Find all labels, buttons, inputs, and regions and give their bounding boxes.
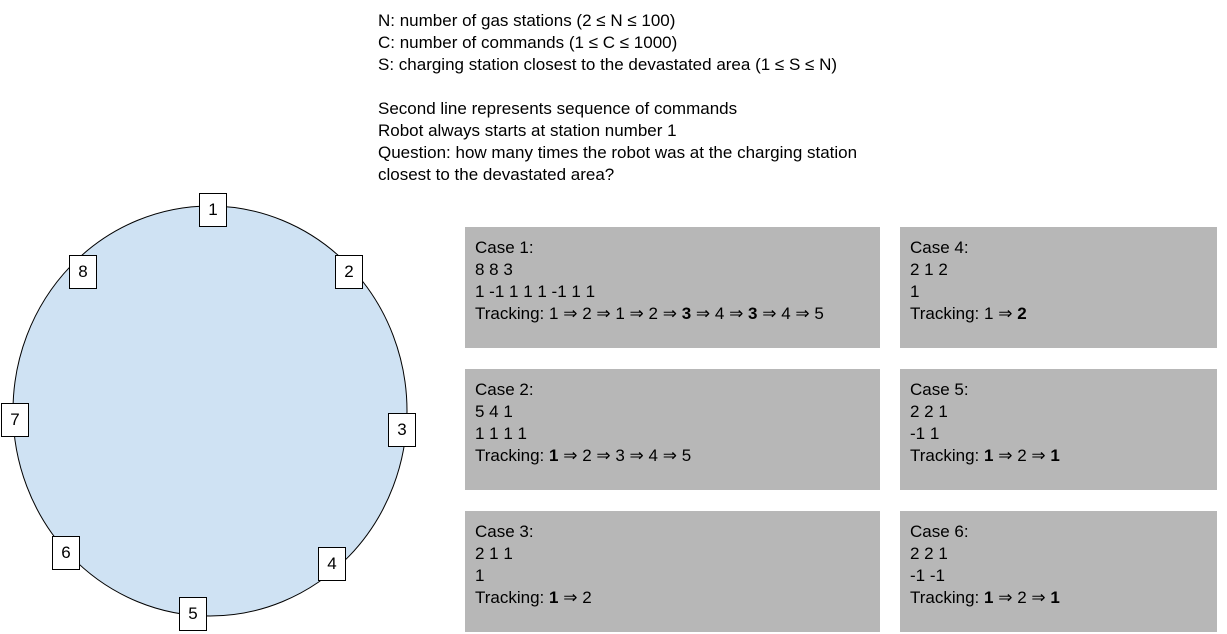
tracking-step: 5 <box>814 304 824 323</box>
case-card-3: Case 3: 2 1 1 1 Tracking: 1 ⇒ 2 <box>465 511 880 632</box>
tracking-step: 1 <box>549 588 559 607</box>
tracking-arrow: ⇒ <box>691 304 715 323</box>
case-tracking: Tracking: 1 ⇒ 2 ⇒ 3 ⇒ 4 ⇒ 5 <box>475 445 870 467</box>
case-tracking: Tracking: 1 ⇒ 2 <box>475 587 870 609</box>
tracking-step: 2 <box>582 304 592 323</box>
case-title: Case 5: <box>910 380 969 399</box>
tracking-step: 2 <box>1017 446 1027 465</box>
case-commands: 1 -1 1 1 1 -1 1 1 <box>475 282 596 301</box>
case-title: Case 1: <box>475 238 534 257</box>
desc-line-s: S: charging station closest to the devas… <box>378 55 838 74</box>
tracking-label: Tracking: <box>910 304 980 323</box>
station-8: 8 <box>69 255 97 289</box>
case-title: Case 6: <box>910 522 969 541</box>
tracking-step: 2 <box>582 446 592 465</box>
tracking-arrow: ⇒ <box>558 588 583 607</box>
tracking-label: Tracking: <box>910 588 980 607</box>
tracking-arrow: ⇒ <box>658 304 682 323</box>
case-commands: -1 1 <box>910 424 940 443</box>
tracking-arrow: ⇒ <box>558 446 583 465</box>
tracking-arrow: ⇒ <box>558 304 583 323</box>
tracking-arrow: ⇒ <box>1026 588 1051 607</box>
case-card-2: Case 2: 5 4 1 1 1 1 1 Tracking: 1 ⇒ 2 ⇒ … <box>465 369 880 490</box>
station-4: 4 <box>318 547 346 581</box>
station-5: 5 <box>179 597 207 631</box>
tracking-arrow: ⇒ <box>591 304 616 323</box>
case-title: Case 2: <box>475 380 534 399</box>
station-7: 7 <box>1 403 29 437</box>
tracking-step: 4 <box>714 304 725 323</box>
case-commands: -1 -1 <box>910 566 945 585</box>
case-tracking: Tracking: 1 ⇒ 2 ⇒ 1 <box>910 445 1207 467</box>
tracking-step: 4 <box>781 304 791 323</box>
desc-line-c: C: number of commands (1 ≤ C ≤ 1000) <box>378 33 678 52</box>
desc-spacer <box>378 76 857 98</box>
desc-line-second: Second line represents sequence of comma… <box>378 99 738 118</box>
tracking-step: 3 <box>615 446 625 465</box>
case-params: 2 2 1 <box>910 402 948 421</box>
tracking-arrow: ⇒ <box>724 304 749 323</box>
case-card-5: Case 5: 2 2 1 -1 1 Tracking: 1 ⇒ 2 ⇒ 1 <box>900 369 1217 490</box>
case-commands: 1 <box>910 282 920 301</box>
tracking-arrow: ⇒ <box>591 446 616 465</box>
tracking-arrow: ⇒ <box>1026 446 1051 465</box>
case-params: 2 1 2 <box>910 260 948 279</box>
tracking-step: 4 <box>648 446 658 465</box>
tracking-step: 1 <box>984 446 994 465</box>
tracking-step: 1 <box>984 304 994 323</box>
tracking-step: 1 <box>984 588 994 607</box>
case-tracking: Tracking: 1 ⇒ 2 ⇒ 1 ⇒ 2 ⇒ 3 ⇒ 4 ⇒ 3 ⇒ 4 … <box>475 303 870 325</box>
tracking-step: 5 <box>681 446 692 465</box>
tracking-arrow: ⇒ <box>658 446 682 465</box>
case-commands: 1 <box>475 566 485 585</box>
problem-description: N: number of gas stations (2 ≤ N ≤ 100) … <box>378 10 857 186</box>
tracking-arrow: ⇒ <box>993 588 1018 607</box>
case-params: 2 1 1 <box>475 544 513 563</box>
case-params: 8 8 3 <box>475 260 513 279</box>
tracking-step: 2 <box>1017 304 1027 323</box>
tracking-step: 3 <box>681 304 692 323</box>
tracking-step: 1 <box>1050 588 1060 607</box>
case-title: Case 4: <box>910 238 969 257</box>
station-3: 3 <box>388 413 416 447</box>
case-commands: 1 1 1 1 <box>475 424 527 443</box>
tracking-step: 3 <box>748 304 758 323</box>
tracking-label: Tracking: <box>910 446 980 465</box>
tracking-label: Tracking: <box>475 304 545 323</box>
case-tracking: Tracking: 1 ⇒ 2 <box>910 303 1207 325</box>
case-params: 2 2 1 <box>910 544 948 563</box>
tracking-arrow: ⇒ <box>757 304 782 323</box>
desc-line-question-cont: closest to the devastated area? <box>378 165 615 184</box>
case-card-6: Case 6: 2 2 1 -1 -1 Tracking: 1 ⇒ 2 ⇒ 1 <box>900 511 1217 632</box>
station-1: 1 <box>199 193 227 227</box>
tracking-arrow: ⇒ <box>624 304 649 323</box>
tracking-step: 1 <box>549 304 559 323</box>
desc-line-start: Robot always starts at station number 1 <box>378 121 677 140</box>
tracking-step: 2 <box>648 304 658 323</box>
desc-line-n: N: number of gas stations (2 ≤ N ≤ 100) <box>378 11 676 30</box>
tracking-label: Tracking: <box>475 446 545 465</box>
station-6: 6 <box>52 536 80 570</box>
tracking-step: 1 <box>549 446 559 465</box>
tracking-label: Tracking: <box>475 588 545 607</box>
case-card-1: Case 1: 8 8 3 1 -1 1 1 1 -1 1 1 Tracking… <box>465 227 880 348</box>
desc-line-question: Question: how many times the robot was a… <box>378 143 858 162</box>
tracking-step: 1 <box>615 304 625 323</box>
tracking-step: 1 <box>1050 446 1060 465</box>
case-title: Case 3: <box>475 522 534 541</box>
tracking-step: 2 <box>582 588 592 607</box>
case-card-4: Case 4: 2 1 2 1 Tracking: 1 ⇒ 2 <box>900 227 1217 348</box>
tracking-step: 2 <box>1017 588 1027 607</box>
tracking-arrow: ⇒ <box>624 446 649 465</box>
station-ring-diagram: 1 2 3 4 5 6 7 8 <box>0 0 430 634</box>
case-params: 5 4 1 <box>475 402 513 421</box>
station-2: 2 <box>335 255 363 289</box>
tracking-arrow: ⇒ <box>790 304 815 323</box>
tracking-arrow: ⇒ <box>993 446 1018 465</box>
tracking-arrow: ⇒ <box>993 304 1018 323</box>
case-tracking: Tracking: 1 ⇒ 2 ⇒ 1 <box>910 587 1207 609</box>
